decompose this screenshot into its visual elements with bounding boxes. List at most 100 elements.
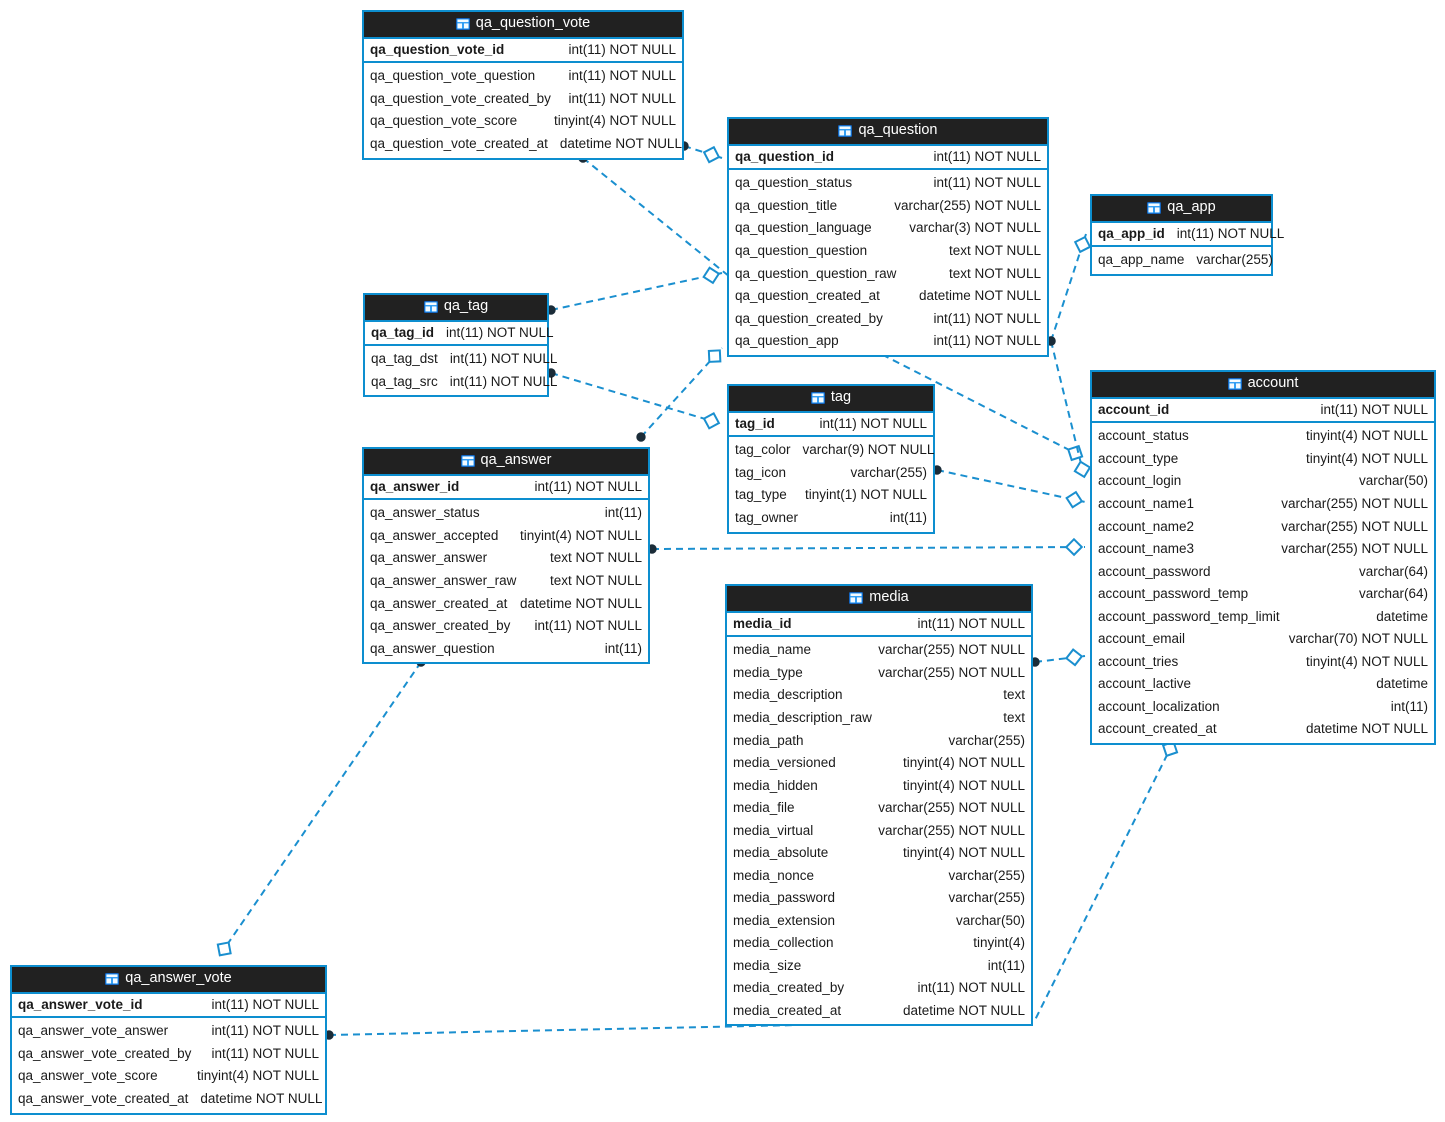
table-header-qa_answer_vote[interactable]: qa_answer_vote xyxy=(12,967,325,992)
column-name: media_description xyxy=(733,687,843,703)
column-name: qa_answer_id xyxy=(370,478,460,494)
table-header-media[interactable]: media xyxy=(727,586,1031,611)
column-type: tinyint(4) NOT NULL xyxy=(519,527,642,543)
column-type: tinyint(4) NOT NULL xyxy=(1305,428,1428,444)
relation-tag-to-account xyxy=(932,465,1086,509)
relation-qa_question_vote-to-qa_question xyxy=(679,141,723,164)
column-type: datetime NOT NULL xyxy=(902,1002,1025,1018)
column-type: tinyint(4) NOT NULL xyxy=(1305,450,1428,466)
relation-qa_tag-to-tag xyxy=(546,368,723,430)
column-type: int(11) NOT NULL xyxy=(211,996,319,1012)
table-header-qa_tag[interactable]: qa_tag xyxy=(365,295,547,320)
column-type: int(11) NOT NULL xyxy=(917,980,1025,996)
column-type: datetime NOT NULL xyxy=(519,595,642,611)
column-type: int(11) NOT NULL xyxy=(449,373,558,389)
table-title: media xyxy=(869,589,909,605)
column-type: varchar(255) xyxy=(850,464,927,480)
column-type: int(11) xyxy=(987,957,1025,973)
relation-qa_answer-to-qa_answer_vote xyxy=(216,657,426,959)
column-name: tag_icon xyxy=(735,464,787,480)
column-name: media_virtual xyxy=(733,822,814,838)
column-name: qa_question_language xyxy=(735,220,872,236)
column-type: tinyint(4) NOT NULL xyxy=(902,845,1025,861)
table-header-qa_question_vote[interactable]: qa_question_vote xyxy=(364,12,682,37)
column-name: qa_tag_id xyxy=(371,324,435,340)
column-type: text NOT NULL xyxy=(948,243,1041,258)
column-name: media_password xyxy=(733,890,836,906)
column-name: media_versioned xyxy=(733,755,836,771)
column-type: varchar(50) xyxy=(955,912,1025,928)
column-type: int(11) NOT NULL xyxy=(534,618,642,634)
column-name: tag_owner xyxy=(735,510,799,525)
column-type: int(11) NOT NULL xyxy=(211,1045,319,1061)
column-type: int(11) NOT NULL xyxy=(1176,225,1285,241)
column-name: qa_question_status xyxy=(735,175,853,191)
table-header-qa_question[interactable]: qa_question xyxy=(729,119,1047,144)
table-title: qa_question xyxy=(858,122,938,138)
relation-qa_answer-to-qa_question xyxy=(636,347,723,442)
table-title: qa_question_vote xyxy=(475,15,591,31)
column-type: varchar(70) NOT NULL xyxy=(1288,631,1428,647)
column-name: account_name2 xyxy=(1098,518,1195,534)
column-type: varchar(255) NOT NULL xyxy=(1281,496,1428,511)
table-header-qa_answer[interactable]: qa_answer xyxy=(364,449,648,474)
column-name: account_created_at xyxy=(1098,721,1217,737)
table-header-qa_app[interactable]: qa_app xyxy=(1092,196,1271,221)
column-type: tinyint(4) xyxy=(973,935,1025,951)
table-icon xyxy=(1147,201,1162,214)
table-icon xyxy=(838,124,853,137)
column-type: int(11) NOT NULL xyxy=(568,68,676,84)
column-name: account_password_temp_limit xyxy=(1098,608,1280,624)
column-type: datetime NOT NULL xyxy=(918,288,1041,304)
table-header-tag[interactable]: tag xyxy=(729,386,933,411)
relation-qa_question-to-qa_app xyxy=(1046,233,1092,346)
column-type: int(11) xyxy=(604,640,642,656)
column-type: int(11) NOT NULL xyxy=(933,333,1041,349)
table-header-account[interactable]: account xyxy=(1092,372,1434,397)
column-name: media_created_at xyxy=(733,1002,842,1018)
column-name: account_password_temp xyxy=(1098,586,1249,602)
